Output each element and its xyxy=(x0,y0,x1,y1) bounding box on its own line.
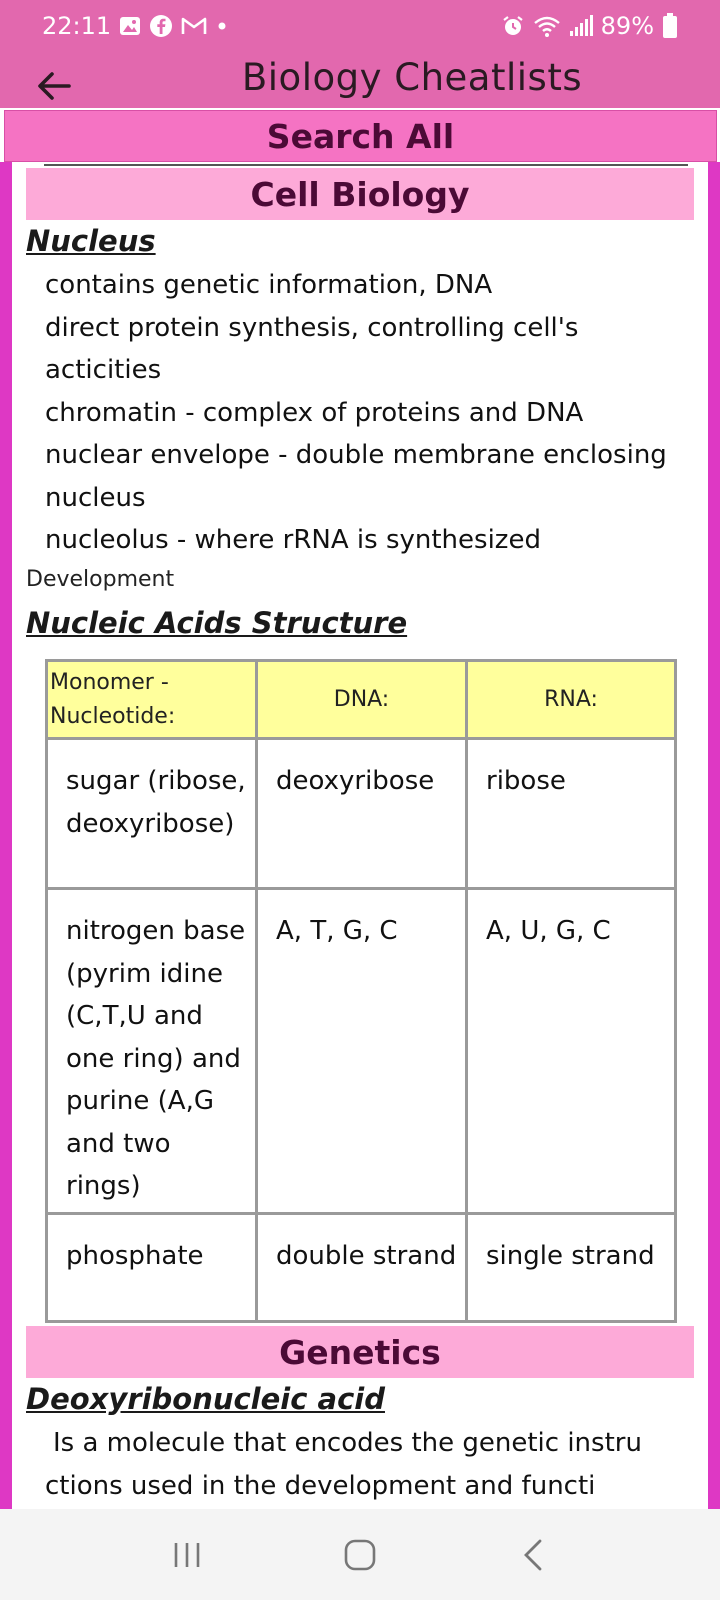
recent-apps-icon xyxy=(174,1542,199,1567)
table-row: sugar (ribose, deoxyribose) deoxyribose … xyxy=(45,737,677,890)
wifi-icon xyxy=(533,14,561,38)
table-header: Monomer - Nucleotide: xyxy=(45,659,258,740)
table-cell: sugar (ribose, deoxyribose) xyxy=(45,737,258,890)
topic-title-nucleus: Nucleus xyxy=(26,224,156,258)
home-icon xyxy=(344,1539,376,1570)
list-item: contains genetic information, DNA xyxy=(45,270,493,300)
section-title: Genetics xyxy=(279,1332,441,1372)
section-title: Cell Biology xyxy=(250,174,470,214)
list-item: chromatin - complex of proteins and DNA xyxy=(45,397,584,428)
table-header-row: Monomer - Nucleotide: DNA: RNA: xyxy=(45,659,677,740)
facebook-icon xyxy=(149,14,173,38)
table-cell: phosphate xyxy=(45,1211,258,1323)
table-cell: double strand xyxy=(255,1211,468,1323)
list-item: nuclear envelope - double membrane enclo… xyxy=(45,440,667,513)
back-button[interactable] xyxy=(30,62,78,110)
battery-percent: 89% xyxy=(600,12,654,40)
table-row: phosphate double strand single strand xyxy=(45,1211,677,1323)
recent-apps-button[interactable] xyxy=(157,1525,217,1585)
table-cell: nitrogen base (pyrim idine (C,T,U and on… xyxy=(45,887,258,1215)
table-cell: single strand xyxy=(465,1211,677,1323)
search-all-label: Search All xyxy=(266,116,455,156)
arrow-left-icon xyxy=(38,72,71,100)
development-label: Development xyxy=(26,567,175,592)
nucleic-acids-table: Monomer - Nucleotide: DNA: RNA: sugar (r… xyxy=(45,659,677,1323)
back-nav-button[interactable] xyxy=(503,1525,563,1585)
search-all-button[interactable]: Search All xyxy=(4,110,717,162)
status-right: 89% xyxy=(501,12,678,40)
topic-title-nucleic-acids: Nucleic Acids Structure xyxy=(26,606,408,640)
divider xyxy=(44,164,688,166)
alarm-icon xyxy=(501,14,525,38)
content-scroll[interactable]: Cell Biology Nucleus contains genetic in… xyxy=(12,162,708,1509)
table-cell: deoxyribose xyxy=(255,737,468,890)
table-header: DNA: xyxy=(255,659,468,740)
table-cell: A, U, G, C xyxy=(465,887,677,1215)
system-nav-bar xyxy=(0,1509,720,1600)
content-frame: Cell Biology Nucleus contains genetic in… xyxy=(0,162,720,1509)
dot-icon xyxy=(215,19,229,33)
page-title: Biology Cheatlists xyxy=(241,56,583,99)
home-button[interactable] xyxy=(330,1525,390,1585)
status-left: 22:11 xyxy=(42,12,229,40)
chevron-left-icon xyxy=(524,1539,542,1570)
table-header: RNA: xyxy=(465,659,677,740)
topic-title-dna: Deoxyribonucleic acid xyxy=(26,1382,385,1416)
app-title-wrap: Biology Cheatlists xyxy=(0,56,720,99)
status-time: 22:11 xyxy=(42,12,112,40)
status-bar: 22:11 89% xyxy=(0,0,720,52)
section-header-genetics: Genetics xyxy=(26,1326,694,1378)
signal-icon xyxy=(569,15,593,37)
table-cell: A, T, G, C xyxy=(255,887,468,1215)
list-item: nucleolus - where rRNA is synthesized xyxy=(45,525,541,555)
table-row: nitrogen base (pyrim idine (C,T,U and on… xyxy=(45,887,677,1215)
nucleus-text: contains genetic information, DNA direct… xyxy=(45,264,695,562)
list-item: direct protein synthesis, controlling ce… xyxy=(45,312,579,386)
table-cell: ribose xyxy=(465,737,677,890)
section-header-cell-biology: Cell Biology xyxy=(26,168,694,220)
gmail-icon xyxy=(181,16,207,36)
app-bar: Biology Cheatlists xyxy=(0,52,720,108)
dna-text: Is a molecule that encodes the genetic i… xyxy=(45,1428,642,1501)
gallery-icon xyxy=(119,15,141,37)
battery-icon xyxy=(662,13,678,39)
